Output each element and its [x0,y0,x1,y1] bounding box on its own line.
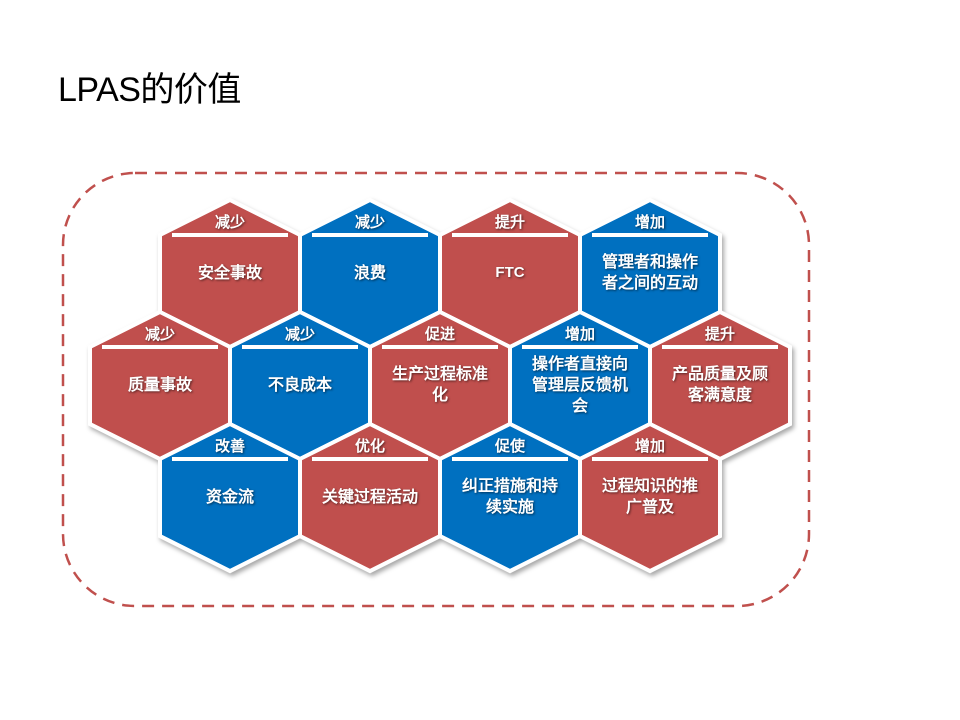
slide-title: LPAS的价值 [58,71,241,109]
